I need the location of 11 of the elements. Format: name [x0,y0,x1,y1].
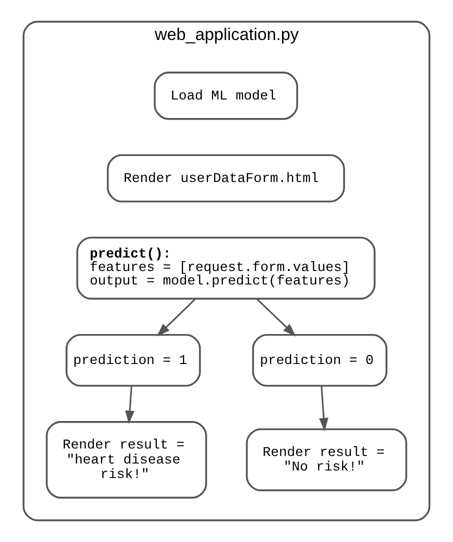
node-box: Render result = "No risk!" [246,428,408,492]
arrow [319,386,328,432]
arrow [256,298,296,336]
node-box: predict(): features = [request.form.values] output = model.predict(features) [76,236,376,300]
arrow [125,386,134,424]
node-box: Render result = "heart disease risk!" [46,421,208,499]
node-box: Load ML model [154,72,298,120]
arrow [156,298,196,336]
node-box: prediction = 1 [66,334,201,387]
node-box: prediction = 0 [252,334,388,387]
node-box: Render userDataForm.html [106,154,345,202]
